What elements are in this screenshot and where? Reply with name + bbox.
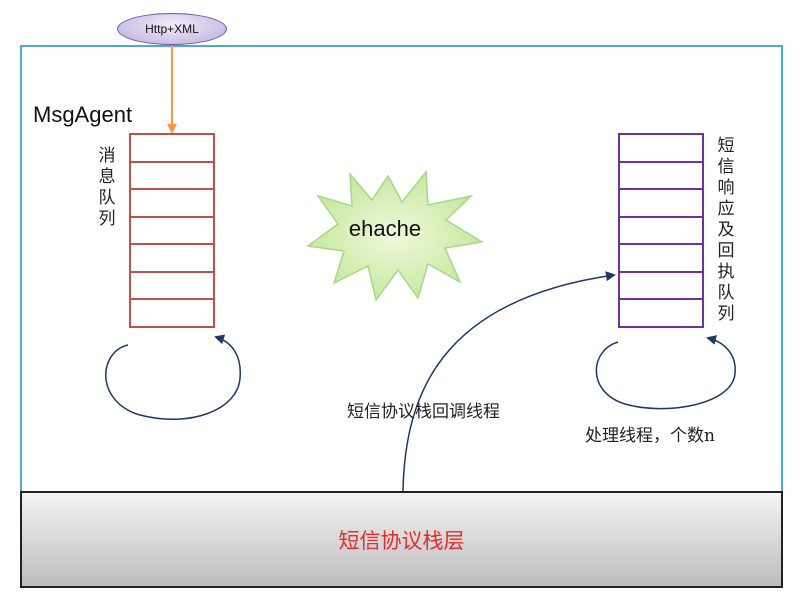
queue-cell <box>618 215 704 245</box>
response-receipt-queue-label: 短信响应及回执队列 <box>717 136 735 324</box>
queue-cell <box>618 160 704 190</box>
queue-cell <box>129 243 215 273</box>
callback-arc-arrow <box>402 271 616 492</box>
queue-cell <box>129 160 215 190</box>
message-queue <box>129 133 215 328</box>
queue-cell <box>618 243 704 273</box>
cache-label: ehache <box>348 216 422 241</box>
right-queue-loop-arrow <box>595 335 736 410</box>
queue-cell <box>129 270 215 300</box>
worker-threads-label: 处理线程，个数n <box>585 426 715 446</box>
cache-star-shape <box>306 170 485 302</box>
left-queue-loop-arrow <box>105 334 241 420</box>
queue-cell <box>129 133 215 163</box>
queue-cell <box>618 298 704 328</box>
queue-cell <box>129 215 215 245</box>
queue-cell <box>129 298 215 328</box>
queue-cell <box>618 270 704 300</box>
protocol-stack-layer-label: 短信协议栈层 <box>338 529 465 553</box>
queue-cell <box>129 188 215 218</box>
msgagent-label: MsgAgent <box>33 102 133 127</box>
queue-cell <box>618 188 704 218</box>
protocol-stack-layer <box>20 491 783 588</box>
callback-thread-label: 短信协议栈回调线程 <box>347 402 500 422</box>
message-queue-label: 消息队列 <box>98 146 116 229</box>
response-receipt-queue <box>618 133 704 328</box>
queue-cell <box>618 133 704 163</box>
http-xml-node: Http+XML <box>117 13 227 45</box>
